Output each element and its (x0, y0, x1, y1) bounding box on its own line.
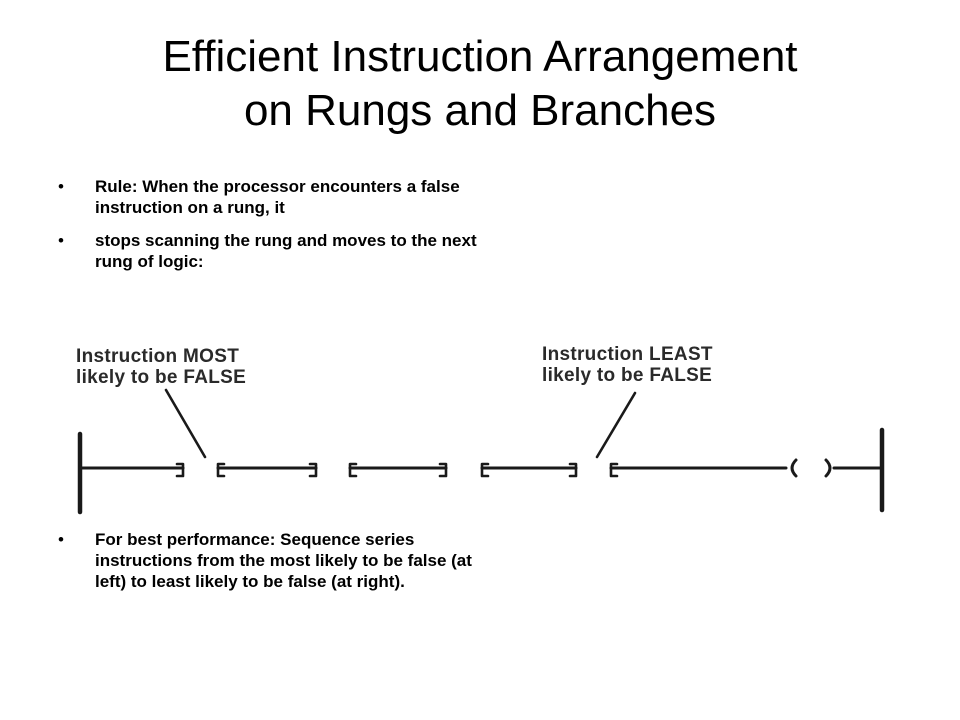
callout-most-line-2: likely to be FALSE (76, 367, 247, 388)
instruction-1-right-bracket (175, 462, 185, 478)
ladder-rung-diagram: Instruction MOST likely to be FALSE Inst… (0, 330, 960, 530)
callout-least-line-2: likely to be FALSE (542, 365, 713, 386)
callout-least-line-1: Instruction LEAST (542, 344, 713, 365)
instruction-3-left-bracket (348, 462, 358, 478)
output-coil-right (824, 458, 832, 478)
instruction-3-right-bracket (438, 462, 448, 478)
bullet-marker: • (58, 231, 64, 250)
instruction-2-left-bracket (216, 462, 226, 478)
instruction-4-left-bracket (480, 462, 490, 478)
bullet-item: • stops scanning the rung and moves to t… (58, 230, 478, 272)
bullet-marker: • (58, 177, 64, 196)
instruction-4-right-bracket (568, 462, 578, 478)
instruction-5-left-bracket (609, 462, 619, 478)
slide-title: Efficient Instruction Arrangement on Run… (40, 30, 920, 138)
callout-most-likely-false: Instruction MOST likely to be FALSE (76, 346, 246, 388)
bullet-text: For best performance: Sequence series in… (95, 530, 472, 591)
callout-most-pointer (164, 388, 207, 459)
output-coil-left (790, 458, 798, 478)
performance-bullet-list: • For best performance: Sequence series … (58, 529, 478, 604)
rule-bullet-list: • Rule: When the processor encounters a … (58, 176, 478, 284)
slide-title-line-1: Efficient Instruction Arrangement (162, 32, 798, 81)
bullet-item: • Rule: When the processor encounters a … (58, 176, 478, 218)
callout-least-pointer (595, 391, 637, 459)
callout-least-likely-false: Instruction LEAST likely to be FALSE (542, 344, 713, 386)
instruction-2-right-bracket (308, 462, 318, 478)
bullet-text: stops scanning the rung and moves to the… (95, 231, 477, 271)
bullet-text: Rule: When the processor encounters a fa… (95, 177, 460, 217)
callout-most-line-1: Instruction MOST (76, 346, 240, 367)
slide-title-line-2: on Rungs and Branches (243, 86, 717, 135)
bullet-marker: • (58, 530, 64, 549)
ladder-rung-svg (77, 388, 885, 515)
bullet-item: • For best performance: Sequence series … (58, 529, 478, 592)
